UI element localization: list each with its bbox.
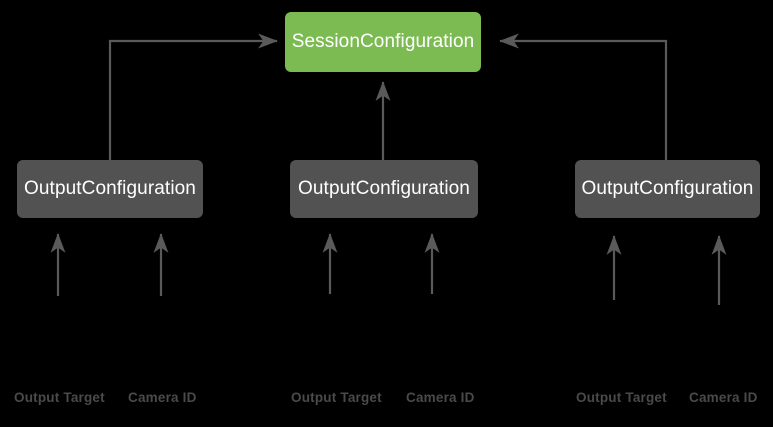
node-output-configuration-2[interactable]: OutputConfiguration (290, 160, 478, 218)
leaf-label-output-target-2: Output Target (291, 390, 382, 405)
leaf-label-camera-id-2: Camera ID (406, 390, 475, 405)
node-output-configuration-3[interactable]: OutputConfiguration (575, 160, 760, 218)
leaf-label-camera-id-1: Camera ID (128, 390, 197, 405)
node-output-configuration-1[interactable]: OutputConfiguration (17, 160, 203, 218)
connector-right-output-to-session (499, 33, 668, 160)
connector-left-output-to-session (108, 33, 278, 160)
node-session-configuration[interactable]: SessionConfiguration (285, 12, 481, 72)
leaf-label-output-target-1: Output Target (14, 390, 105, 405)
leaf-label-output-target-3: Output Target (576, 390, 667, 405)
leaf-label-camera-id-3: Camera ID (689, 390, 758, 405)
